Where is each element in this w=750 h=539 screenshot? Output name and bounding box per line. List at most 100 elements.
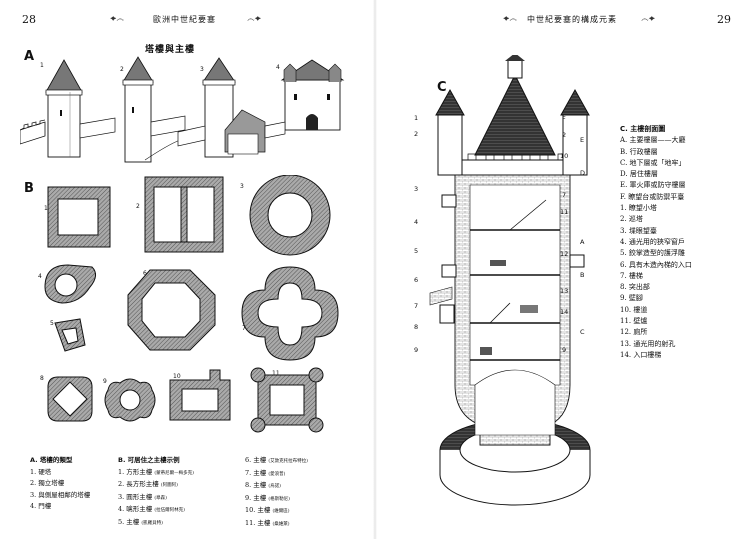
callout-left-2: 2 xyxy=(414,130,419,138)
legend-item: E. 軍火庫或防守樓層 xyxy=(620,181,686,190)
legend-item: 7. 樓梯 xyxy=(620,271,643,280)
legend-b-item: 6. 主樓 (艾敦克托拉布特拉) xyxy=(245,455,308,468)
section-b-letter: B xyxy=(24,181,34,196)
legend-a-item: 4. 門樓 xyxy=(30,502,52,511)
legend-a: A. 塔樓的類型 1. 硬塔 2. 獨立塔樓 3. 與側屋相鄰的塔樓 4. 門樓 xyxy=(30,455,90,513)
plan-label-10: 10 xyxy=(173,373,181,380)
legend-item: A. 主要樓層——大廳 xyxy=(620,136,686,145)
tower-label-3: 3 xyxy=(200,66,204,73)
cross-section-legend-heading: C. 主樓剖面圖 xyxy=(620,125,666,133)
ornament-right: ✦෴ xyxy=(503,14,517,23)
legend-item: 13. 通光用的射孔 xyxy=(620,339,676,348)
legend-b-note: (蒙蒂尼爾—梅多克) xyxy=(154,470,194,476)
legend-item: 14. 入口樓梯 xyxy=(620,350,662,359)
legend-b-item: 1. 方形主樓 (蒙蒂尼爾—梅多克) xyxy=(118,467,194,480)
legend-b-name: 6. 主樓 xyxy=(245,456,267,464)
legend-item: 10. 樓道 xyxy=(620,305,648,314)
callout-left-4: 4 xyxy=(414,218,419,226)
callout-right-14: 14 xyxy=(560,308,569,316)
legend-b-name: 11. 主樓 xyxy=(245,518,271,527)
callout-right-2: 2 xyxy=(562,131,567,139)
legend-b-item: 7. 主樓 (愛浪普) xyxy=(245,468,308,481)
legend-item: F. 瞭望台或防禦平臺 xyxy=(620,192,685,201)
legend-b-note: (阿圖阿) xyxy=(160,483,178,489)
legend-b-note: (艾敦克托拉布特拉) xyxy=(268,459,308,464)
legend-b-item: 9. 主樓 (格斯勒尼) xyxy=(245,493,308,506)
plan-label-7: 7 xyxy=(242,325,246,332)
keep-cross-section-illustration xyxy=(429,55,591,506)
plan-label-3: 3 xyxy=(240,183,244,190)
callout-left-6: 6 xyxy=(414,276,419,284)
legend-b-note: (烏諾) xyxy=(268,484,281,490)
legend-b-heading: B. 可居住之主樓示例 xyxy=(118,456,180,464)
book-gutter xyxy=(373,0,377,539)
callout-right-C: C xyxy=(580,328,585,336)
legend-b-note: (維爾區) xyxy=(272,509,290,515)
page-number-right: 29 xyxy=(717,13,731,26)
callout-left-3: 3 xyxy=(414,185,419,193)
legend-b-name: 9. 主樓 xyxy=(245,493,267,502)
tower-label-1: 1 xyxy=(40,62,44,69)
legend-b-note: (格斯勒尼) xyxy=(268,496,290,502)
callout-left-7: 7 xyxy=(414,302,419,310)
legend-item: 3. 堞眼望臺 xyxy=(620,226,657,235)
legend-b-item: 4. 噙形主樓 (拉伍爾阿林克) xyxy=(118,504,194,517)
callout-left-9: 9 xyxy=(414,346,419,354)
legend-item: 1. 瞭望小塔 xyxy=(620,204,657,213)
legend-item: D. 居住樓層 xyxy=(620,170,658,179)
callout-right-11: 11 xyxy=(560,208,569,216)
callout-right-12: 12 xyxy=(560,250,569,258)
legend-b-name: 3. 圓形主樓 xyxy=(118,492,153,501)
ornament-left-2: ෴✦ xyxy=(247,14,261,23)
legend-a-item: 3. 與側屋相鄰的塔樓 xyxy=(30,490,91,499)
legend-b-name: 5. 主樓 xyxy=(118,517,140,526)
callout-right-7: 7 xyxy=(562,191,567,199)
section-a-letter: A xyxy=(24,49,35,64)
tower-types-illustration xyxy=(20,56,345,163)
legend-b-name: 2. 長方形主樓 xyxy=(118,480,159,489)
legend-item: 8. 突出部 xyxy=(620,283,650,292)
plan-label-5: 5 xyxy=(50,320,54,327)
legend-b-item: 10. 主樓 (維爾區) xyxy=(245,505,308,518)
plan-label-2: 2 xyxy=(136,203,140,210)
legend-b-note: (拉伍爾阿林克) xyxy=(154,508,185,514)
plan-label-9: 9 xyxy=(103,378,107,385)
running-head-right: 中世紀要塞的構成元素 xyxy=(527,15,617,24)
legend-a-item: 1. 硬塔 xyxy=(30,467,52,476)
page-number-left: 28 xyxy=(22,13,36,26)
tower-label-4: 4 xyxy=(276,64,280,71)
legend-b-name: 4. 噙形主樓 xyxy=(118,505,153,514)
legend-b: B. 可居住之主樓示例 1. 方形主樓 (蒙蒂尼爾—梅多克) 2. 長方形主樓 … xyxy=(118,455,194,530)
legend-b-name: 10. 主樓 xyxy=(245,506,271,515)
callout-left-1: 1 xyxy=(414,114,419,122)
legend-b-item: 3. 圓形主樓 (皋森) xyxy=(118,492,194,505)
callout-right-A: A xyxy=(580,238,585,246)
legend-b-item: 8. 主樓 (烏諾) xyxy=(245,480,308,493)
legend-a-item: 2. 獨立塔樓 xyxy=(30,479,65,488)
legend-b-item: 11. 主樓 (桑維萊) xyxy=(245,518,308,531)
legend-b-name: 7. 主樓 xyxy=(245,468,267,477)
ornament-right-2: ෴✦ xyxy=(641,14,655,23)
legend-b-item: 5. 主樓 (凱羅貝特) xyxy=(118,517,194,530)
plan-label-11: 11 xyxy=(272,370,280,377)
section-a-title: 塔樓與主樓 xyxy=(145,45,196,55)
cross-section-legend: C. 主樓剖面圖 A. 主要樓層——大廳 B. 行政樓層 C. 地下層或「地牢」… xyxy=(620,124,692,361)
running-head-left: 歐洲中世紀要塞 xyxy=(153,15,216,24)
legend-item: 9. 壁腳 xyxy=(620,294,643,303)
legend-item: B. 行政樓層 xyxy=(620,147,658,156)
legend-item: 6. 具有木造內梯的入口 xyxy=(620,260,692,269)
callout-left-8: 8 xyxy=(414,323,419,331)
plan-label-1: 1 xyxy=(44,205,48,212)
legend-item: 12. 廁所 xyxy=(620,328,648,337)
callout-right-E: E xyxy=(580,136,585,144)
callout-right-10: 10 xyxy=(560,152,569,160)
legend-item: C. 地下層或「地牢」 xyxy=(620,158,686,167)
section-c-letter: C xyxy=(437,80,447,95)
legend-item: 2. 巡塔 xyxy=(620,215,643,224)
plan-label-8: 8 xyxy=(40,375,44,382)
callout-right-D: D xyxy=(580,169,586,177)
legend-b-note: (桑維萊) xyxy=(272,521,290,527)
keep-plans-illustration xyxy=(44,175,339,433)
plan-label-6: 6 xyxy=(143,270,147,277)
